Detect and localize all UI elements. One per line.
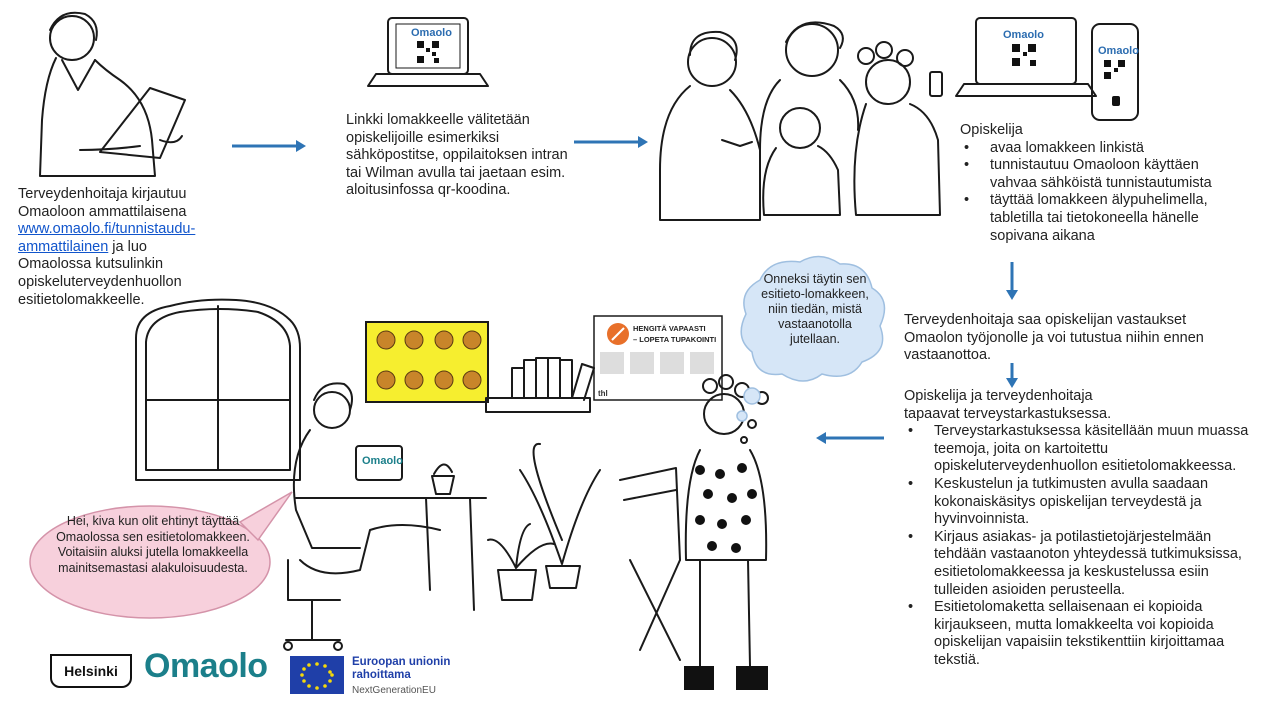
- step3-item-2: tunnistautuu Omaoloon käyttäen vahvaa sä…: [960, 157, 1232, 192]
- phone-label: Omaolo: [1098, 45, 1139, 57]
- step5-item-2: Keskustelun ja tutkimusten avulla saadaa…: [904, 476, 1252, 529]
- step3-block: Opiskelija avaa lomakkeen linkistä tunni…: [960, 122, 1232, 245]
- step3-list: avaa lomakkeen linkistä tunnistautuu Oma…: [960, 140, 1232, 246]
- step1-line2: Omaoloon ammattilaisena: [18, 203, 187, 220]
- step5-block: Opiskelija ja terveydenhoitaja tapaavat …: [904, 388, 1270, 670]
- nurse-laptop-figure: [39, 11, 186, 177]
- poster-title-2: – LOPETA TUPAKOINTI: [633, 335, 716, 344]
- step5-item-1: Terveystarkastuksessa käsitellään muun m…: [904, 423, 1270, 476]
- helsinki-logo: Helsinki: [50, 654, 132, 688]
- thought-bubble-text: Onneksi täytin sen esitieto-lomakkeen, n…: [761, 272, 869, 346]
- laptop2-label: Omaolo: [1003, 29, 1044, 41]
- emoji-poster: [365, 321, 489, 403]
- arched-window: [135, 298, 301, 481]
- desk-laptop-label: Omaolo: [362, 455, 403, 467]
- step3-title: Opiskelija: [960, 122, 1023, 138]
- qr-laptop-label: Omaolo: [411, 27, 452, 39]
- laptop-phone-figure: Omaolo Omaolo: [955, 17, 1139, 121]
- omaolo-logo: Omaolo: [144, 647, 268, 685]
- step2-text: Linkki lomakkeelle välitetään opiskelijo…: [346, 112, 568, 199]
- eu-flag-icon: [290, 656, 344, 694]
- poster-footer: thl: [598, 389, 608, 398]
- step3-item-1: avaa lomakkeen linkistä: [960, 140, 1232, 158]
- flow-arrows: [232, 136, 1018, 444]
- plants: [487, 442, 601, 601]
- thought-cloud: [736, 255, 886, 422]
- book-shelf: [485, 357, 595, 413]
- omaolo-professional-link[interactable]: www.omaolo.fi/tunnistaudu-ammattilainen: [18, 221, 196, 255]
- step4-text: Terveydenhoitaja saa opiskelijan vastauk…: [904, 312, 1204, 364]
- eu-line3: NextGenerationEU: [352, 685, 436, 696]
- poster-title-1: HENGITÄ VAPAASTI: [633, 324, 706, 333]
- eu-funding-logo: Euroopan unionin rahoittama NextGenerati…: [352, 656, 492, 698]
- nurse-at-desk-figure: Omaolo: [283, 382, 487, 651]
- step5-intro: Opiskelija ja terveydenhoitaja tapaavat …: [904, 388, 1112, 422]
- speech-bubble-text: Hei, kiva kun olit ehtinyt täyttää Omaol…: [56, 514, 250, 575]
- eu-line2: rahoittama: [352, 669, 411, 681]
- laptop-qr-figure: Omaolo: [367, 17, 489, 87]
- step5-item-4: Esitietolomaketta sellaisenaan ei kopioi…: [904, 599, 1270, 669]
- step5-item-3: Kirjaus asiakas- ja potilastietojärjeste…: [904, 529, 1252, 599]
- step1-text: Terveydenhoitaja kirjautuu Omaoloon amma…: [18, 186, 218, 309]
- director-chair: [619, 467, 681, 661]
- eu-line1: Euroopan unionin: [352, 656, 451, 668]
- thl-poster: HENGITÄ VAPAASTI – LOPETA TUPAKOINTI thl: [593, 315, 723, 401]
- step1-after-link: ja luo Omaolossa kutsulinkin opiskeluter…: [18, 238, 182, 308]
- step1-line1: Terveydenhoitaja kirjautuu: [18, 186, 187, 202]
- step5-list: Terveystarkastuksessa käsitellään muun m…: [904, 423, 1270, 669]
- step3-item-3: täyttää lomakkeen älypuhelimella, tablet…: [960, 192, 1232, 245]
- speech-bubble-shape: [29, 491, 293, 619]
- students-group-figure: [659, 21, 943, 221]
- student-standing-figure: [684, 374, 769, 690]
